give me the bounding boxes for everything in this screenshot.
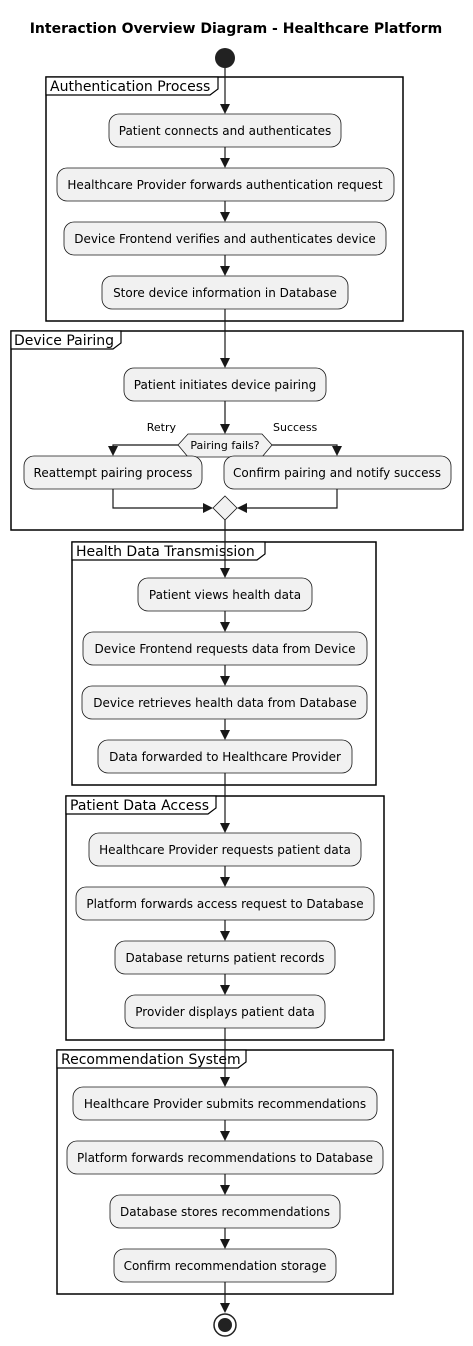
group-label: Recommendation System bbox=[61, 1052, 241, 1068]
svg-text:Database stores recommendation: Database stores recommendations bbox=[120, 1205, 330, 1219]
svg-text:Reattempt pairing process: Reattempt pairing process bbox=[34, 466, 193, 480]
group-authentication-process: Authentication Process Patient connects … bbox=[45, 76, 404, 322]
group-recommendation-system: Recommendation System Healthcare Provide… bbox=[56, 1049, 394, 1295]
svg-text:Device Frontend verifies and a: Device Frontend verifies and authenticat… bbox=[74, 232, 376, 246]
svg-text:Provider displays patient data: Provider displays patient data bbox=[135, 1005, 314, 1019]
end-node bbox=[213, 1313, 237, 1337]
svg-text:Patient views health data: Patient views health data bbox=[149, 588, 301, 602]
svg-text:Platform forwards access reque: Platform forwards access request to Data… bbox=[86, 897, 363, 911]
decision-branch-label: Success bbox=[273, 421, 318, 434]
svg-text:Confirm recommendation storage: Confirm recommendation storage bbox=[124, 1259, 327, 1273]
activity-node: Patient views health data bbox=[137, 577, 313, 612]
group-label: Health Data Transmission bbox=[76, 544, 255, 560]
group-label: Patient Data Access bbox=[70, 798, 209, 814]
group-patient-data-access: Patient Data Access Healthcare Provider … bbox=[65, 795, 385, 1041]
activity-node: Healthcare Provider requests patient dat… bbox=[88, 832, 362, 867]
activity-node: Healthcare Provider forwards authenticat… bbox=[56, 167, 395, 202]
activity-node: Confirm recommendation storage bbox=[113, 1248, 337, 1283]
group-label: Authentication Process bbox=[50, 79, 210, 95]
svg-text:Device retrieves health data f: Device retrieves health data from Databa… bbox=[93, 696, 356, 710]
activity-node: Platform forwards access request to Data… bbox=[75, 886, 375, 921]
activity-node: Reattempt pairing process bbox=[23, 455, 203, 490]
svg-text:Store device information in Da: Store device information in Database bbox=[113, 286, 337, 300]
group-health-data-transmission: Health Data Transmission Patient views h… bbox=[71, 541, 377, 786]
svg-text:Data forwarded to Healthcare P: Data forwarded to Healthcare Provider bbox=[109, 750, 341, 764]
activity-node: Healthcare Provider submits recommendati… bbox=[72, 1086, 378, 1121]
activity-node: Database returns patient records bbox=[114, 940, 336, 975]
activity-node: Confirm pairing and notify success bbox=[223, 455, 452, 490]
svg-text:Patient connects and authentic: Patient connects and authenticates bbox=[119, 124, 331, 138]
activity-node: Database stores recommendations bbox=[109, 1194, 341, 1229]
start-node bbox=[215, 48, 235, 68]
activity-node: Data forwarded to Healthcare Provider bbox=[97, 739, 353, 774]
diagram-title: Interaction Overview Diagram - Healthcar… bbox=[30, 21, 443, 37]
activity-node: Device Frontend requests data from Devic… bbox=[82, 631, 368, 666]
svg-text:Healthcare Provider forwards a: Healthcare Provider forwards authenticat… bbox=[67, 178, 382, 192]
group-label: Device Pairing bbox=[14, 333, 114, 349]
svg-text:Pairing fails?: Pairing fails? bbox=[190, 439, 259, 452]
decision-node: Pairing fails? bbox=[177, 433, 273, 458]
activity-node: Store device information in Database bbox=[101, 275, 349, 310]
decision-branch-label: Retry bbox=[147, 421, 177, 434]
svg-text:Confirm pairing and notify suc: Confirm pairing and notify success bbox=[233, 466, 441, 480]
svg-text:Patient initiates device pairi: Patient initiates device pairing bbox=[134, 378, 316, 392]
activity-node: Platform forwards recommendations to Dat… bbox=[66, 1140, 384, 1175]
activity-node: Device Frontend verifies and authenticat… bbox=[63, 221, 387, 256]
group-device-pairing: Device Pairing Patient initiates device … bbox=[10, 330, 464, 531]
merge-node bbox=[212, 495, 238, 521]
activity-node: Provider displays patient data bbox=[124, 994, 326, 1029]
control-flow-edges bbox=[108, 68, 342, 1313]
activity-node: Device retrieves health data from Databa… bbox=[81, 685, 368, 720]
activity-node: Patient connects and authenticates bbox=[108, 113, 342, 148]
activity-node: Patient initiates device pairing bbox=[123, 367, 327, 402]
svg-text:Healthcare Provider submits re: Healthcare Provider submits recommendati… bbox=[84, 1097, 366, 1111]
svg-text:Platform forwards recommendati: Platform forwards recommendations to Dat… bbox=[77, 1151, 373, 1165]
svg-text:Healthcare Provider requests p: Healthcare Provider requests patient dat… bbox=[99, 843, 351, 857]
svg-text:Database returns patient recor: Database returns patient records bbox=[126, 951, 325, 965]
svg-text:Device Frontend requests data: Device Frontend requests data from Devic… bbox=[95, 642, 356, 656]
